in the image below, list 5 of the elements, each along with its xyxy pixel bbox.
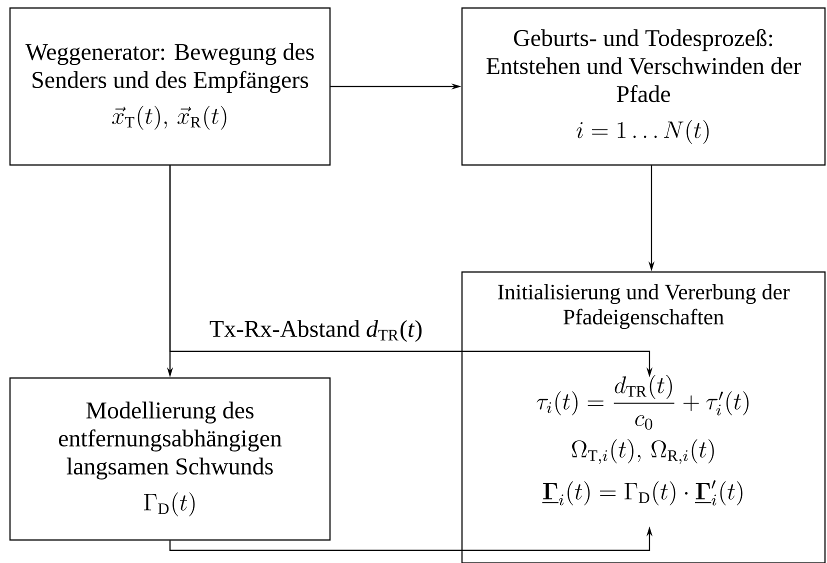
process-box: Initialisierung und Vererbung der Pfadeigenschaften $\tau_i(t) = \dfrac{d_{\mathrm{TR}}(t)}{c_0} + \tau'_i(t)$ $\Omega_{\mathrm{T},i}(t),\, \Omega_{\mathrm{R},i}(t)$ $\underline{\boldsymbol{\Gamma}}_i(t) = \Gamma_{\mathrm{D}}(t) \cdot \underline{\boldsymbol{\Gamma}}'_i(t)$ <box>461 271 826 563</box>
process-box: Geburts- und Todesprozeß: Entstehen und Verschwinden der Pfade $i = 1 \ldots N(t)$ <box>461 7 826 166</box>
process-box: Weggenerator: Bewegung des Senders und des Empfängers $\vec{x}_{\mathrm{T}}(t),\, \vec{x}_{\mathrm{R}}(t)$ <box>9 7 331 166</box>
edge-label: Tx-Rx-Abstand d$_{TR}$(t) <box>207 318 425 344</box>
process-box: Modellierung des entfernungsabhängigen langsamen Schwunds $\Gamma_{\mathrm{D}}(t)$ <box>9 377 331 541</box>
